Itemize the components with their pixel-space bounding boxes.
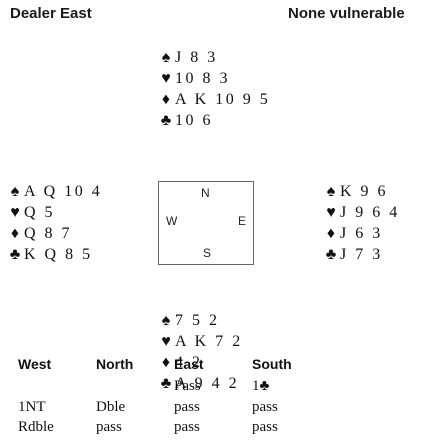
opening-bid-level: 1 [252,378,260,394]
north-spades: J 8 3 [175,49,218,66]
dealer-label: Dealer East [10,5,92,22]
compass-box: N W E S [158,181,254,265]
heart-icon: ♥ [161,333,171,350]
west-hand: ♠A Q 10 4 ♥Q 5 ♦Q 8 7 ♣K Q 8 5 [8,181,102,265]
auction-header-east: East [174,356,204,372]
auction-header-north: North [96,356,134,372]
auction-bid: 1♣ [252,378,269,395]
west-clubs: K Q 8 5 [24,246,93,263]
east-hearts: J 9 6 4 [340,204,400,221]
north-clubs: 10 6 [175,112,213,129]
east-diamonds: J 6 3 [340,225,383,242]
heart-icon: ♥ [10,204,20,221]
vulnerability-label: None vulnerable [288,5,405,22]
spade-icon: ♠ [161,49,171,66]
auction-bid: pass [96,419,122,435]
west-hearts: Q 5 [24,204,56,221]
diamond-icon: ♦ [161,91,171,108]
diamond-icon: ♦ [161,354,171,371]
west-diamonds: Q 8 7 [24,225,73,242]
north-diamonds: A K 10 9 5 [175,91,271,108]
south-diamonds: 4 2 [175,354,203,371]
spade-icon: ♠ [10,183,20,200]
heart-icon: ♥ [326,204,336,221]
club-icon: ♣ [160,112,172,129]
diamond-icon: ♦ [326,225,336,242]
auction-header-south: South [252,356,292,372]
south-clubs: A 9 4 2 [175,375,240,392]
compass-south: S [203,246,212,260]
auction-bid: 1NT [18,399,46,415]
south-hand: ♠7 5 2 ♥A K 7 2 ♦4 2 ♣A 9 4 2 [159,310,243,394]
auction-bid: pass [174,419,200,435]
east-clubs: J 7 3 [340,246,383,263]
spade-icon: ♠ [326,183,336,200]
west-spades: A Q 10 4 [24,183,103,200]
compass-north: N [201,186,210,200]
auction-header-west: West [18,356,52,372]
auction-bid: Dble [96,399,126,415]
auction-bid: pass [174,399,200,415]
north-hearts: 10 8 3 [175,70,230,87]
club-icon: ♣ [160,375,172,392]
auction-bid: Rdble [18,419,54,435]
auction-bid: pass [252,399,278,415]
auction-bid: Pass [174,378,201,394]
club-icon: ♣ [325,246,337,263]
compass-west: W [166,214,178,228]
spade-icon: ♠ [161,312,171,329]
south-hearts: A K 7 2 [175,333,243,350]
heart-icon: ♥ [161,70,171,87]
east-spades: K 9 6 [340,183,389,200]
north-hand: ♠J 8 3 ♥10 8 3 ♦A K 10 9 5 ♣10 6 [159,47,270,131]
club-icon: ♣ [9,246,21,263]
east-hand: ♠K 9 6 ♥J 9 6 4 ♦J 6 3 ♣J 7 3 [324,181,400,265]
south-spades: 7 5 2 [175,312,220,329]
club-icon: ♣ [259,378,270,394]
auction-bid: pass [252,419,278,435]
compass-east: E [237,214,246,228]
diamond-icon: ♦ [10,225,20,242]
